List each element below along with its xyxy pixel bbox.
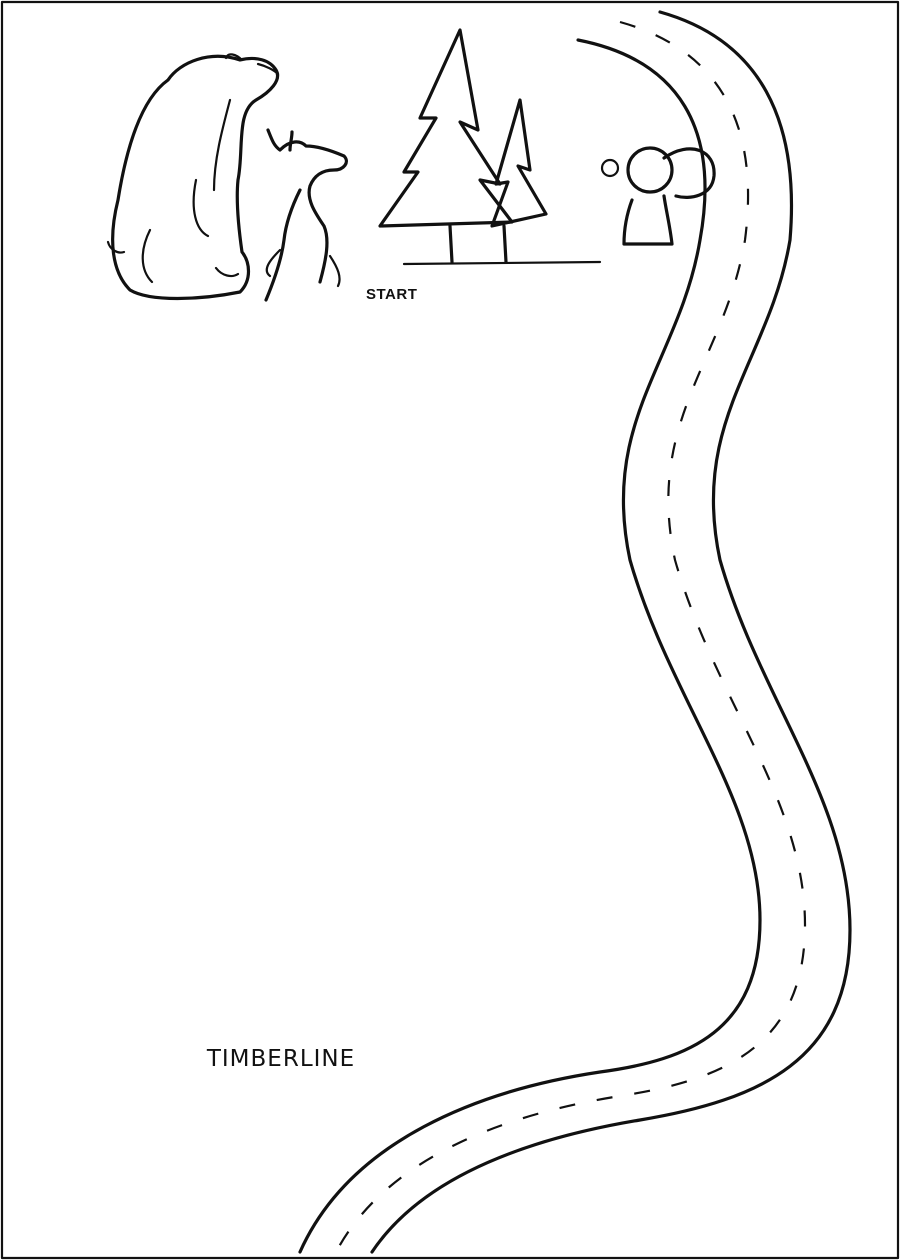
bear-icon xyxy=(106,53,280,301)
squirrel-icon xyxy=(600,146,716,246)
start-label: START xyxy=(366,286,418,303)
road-icon xyxy=(298,10,852,1254)
timberline-sign-label: TIMBERLINE xyxy=(206,1046,356,1072)
deer-icon xyxy=(264,128,348,302)
pine-tree-icon xyxy=(378,28,602,266)
